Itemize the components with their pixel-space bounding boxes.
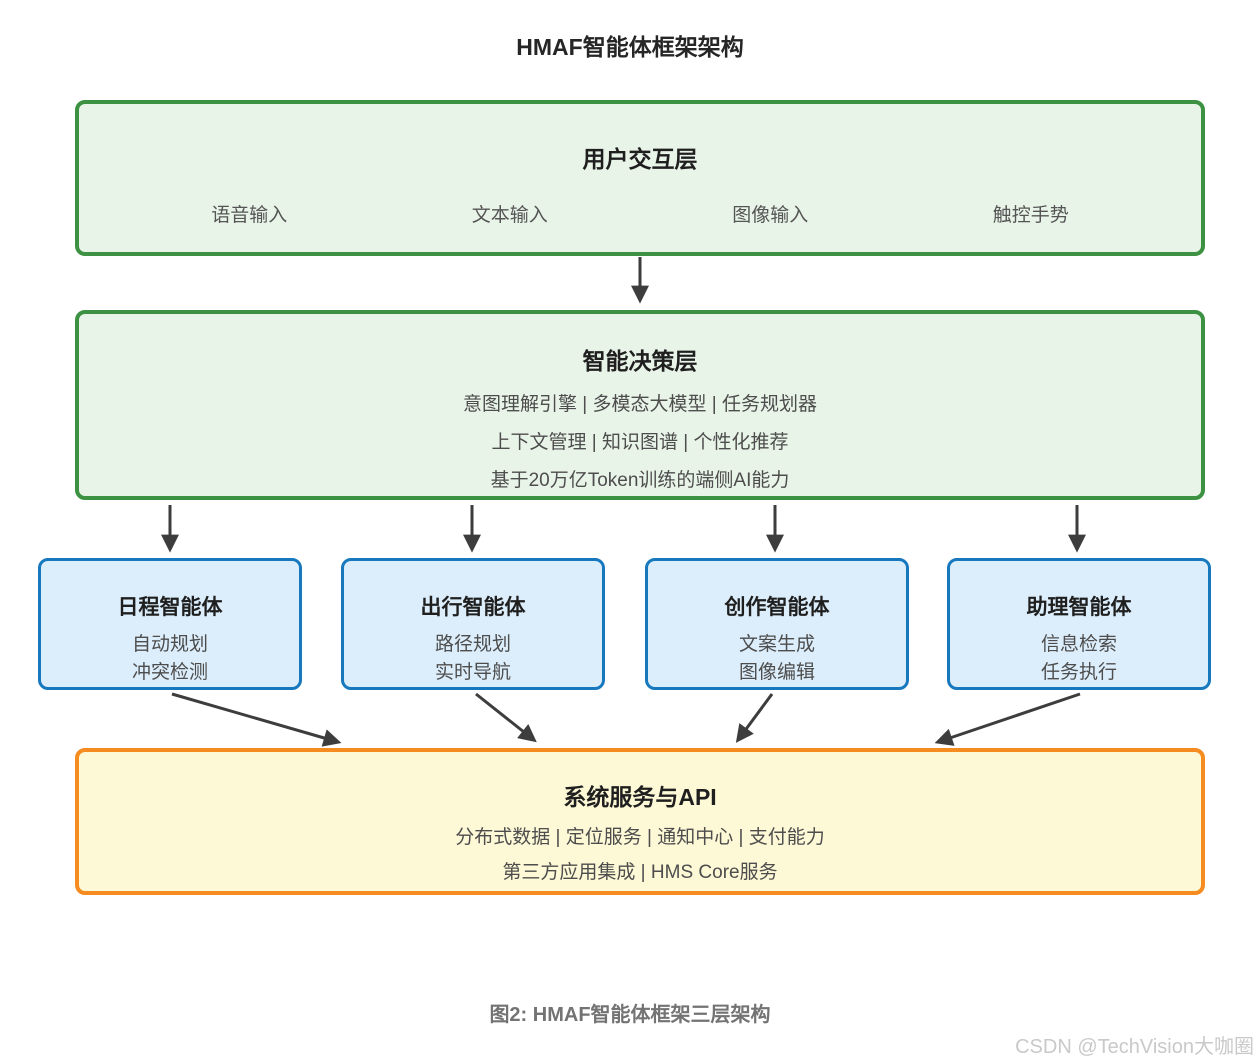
arrow-agent-assistant-to-services <box>934 692 1081 746</box>
agent-creation-title: 创作智能体 <box>724 596 830 619</box>
layer-intelligent-decision-title: 智能决策层 <box>582 348 698 374</box>
layer-intelligent-decision: 智能决策层 意图理解引擎 | 多模态大模型 | 任务规划器 上下文管理 | 知识… <box>75 310 1205 500</box>
agent-schedule-line-1: 自动规划 <box>131 634 208 655</box>
agent-box-schedule: 日程智能体 自动规划 冲突检测 <box>38 558 302 690</box>
layer-system-services: 系统服务与API 分布式数据 | 定位服务 | 通知中心 | 支付能力 第三方应… <box>75 748 1205 895</box>
agent-creation-line-1: 文案生成 <box>738 634 815 655</box>
decision-line-1: 意图理解引擎 | 多模态大模型 | 任务规划器 <box>463 394 817 415</box>
interaction-item-touch: 触控手势 <box>992 205 1069 226</box>
layer-system-services-title: 系统服务与API <box>563 784 717 810</box>
agent-travel-line-1: 路径规划 <box>434 634 511 655</box>
agent-assistant-line-2: 任务执行 <box>1040 662 1117 683</box>
agent-travel-title: 出行智能体 <box>420 596 526 619</box>
agent-assistant-line-1: 信息检索 <box>1040 634 1117 655</box>
interaction-item-image: 图像输入 <box>732 205 809 226</box>
agent-assistant-title: 助理智能体 <box>1026 596 1132 619</box>
agent-box-assistant: 助理智能体 信息检索 任务执行 <box>947 558 1211 690</box>
decision-line-3: 基于20万亿Token训练的端侧AI能力 <box>490 470 790 491</box>
agent-creation-line-2: 图像编辑 <box>738 662 815 683</box>
interaction-item-text: 文本输入 <box>471 205 548 226</box>
interaction-item-voice: 语音输入 <box>211 205 288 226</box>
decision-line-2: 上下文管理 | 知识图谱 | 个性化推荐 <box>491 432 789 453</box>
diagram-title: HMAF智能体框架架构 <box>516 34 744 60</box>
agent-schedule-line-2: 冲突检测 <box>131 662 208 683</box>
layer-user-interaction-title: 用户交互层 <box>582 146 698 172</box>
services-line-2: 第三方应用集成 | HMS Core服务 <box>502 862 778 883</box>
arrow-agent-creation-to-services <box>735 693 774 743</box>
agent-schedule-title: 日程智能体 <box>117 596 223 619</box>
agent-travel-line-2: 实时导航 <box>434 662 511 683</box>
agent-box-creation: 创作智能体 文案生成 图像编辑 <box>645 558 909 690</box>
arrow-agent-schedule-to-services <box>171 692 342 747</box>
interaction-items: 语音输入 文本输入 图像输入 触控手势 <box>79 200 1201 227</box>
arrow-agent-travel-to-services <box>475 692 537 743</box>
services-line-1: 分布式数据 | 定位服务 | 通知中心 | 支付能力 <box>455 827 825 848</box>
figure-caption: 图2: HMAF智能体框架三层架构 <box>489 1004 771 1026</box>
agent-box-travel: 出行智能体 路径规划 实时导航 <box>341 558 605 690</box>
layer-user-interaction: 用户交互层 语音输入 文本输入 图像输入 触控手势 <box>75 100 1205 256</box>
watermark: CSDN @TechVision大咖圈 <box>1015 1036 1254 1058</box>
